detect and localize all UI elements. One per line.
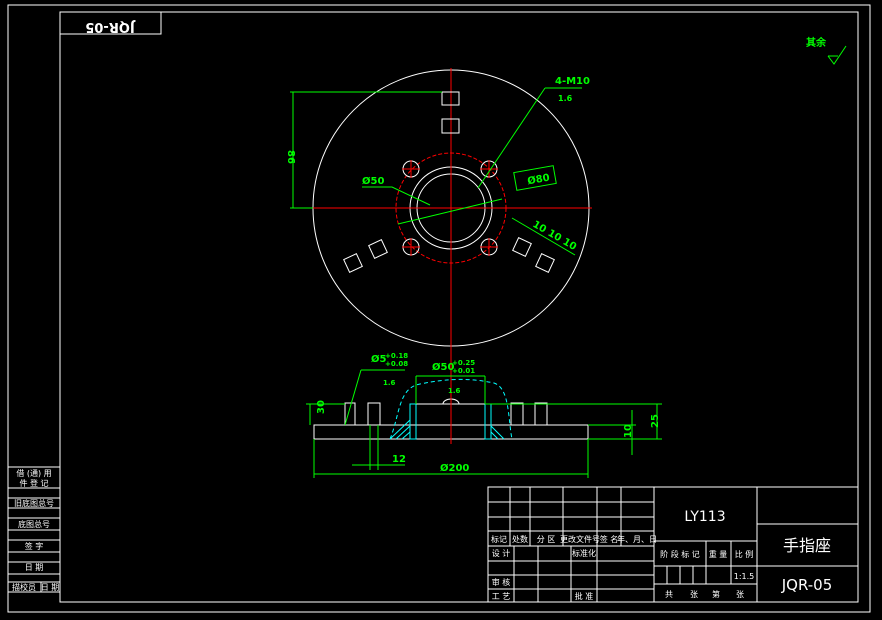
inner-dia: Ø50 xyxy=(362,175,384,187)
process-label: 工 艺 xyxy=(492,592,511,601)
top-view: 86 4-M10 1.6 Ø50 Ø80 10 10 10 xyxy=(285,68,592,348)
side-view: 30 Ø5 +0.18 +0.08 1.6 Ø50 +0.25 +0.01 1.… xyxy=(306,348,662,478)
bore-roughness: 1.6 xyxy=(448,387,461,395)
header-label: 年、月、日 xyxy=(617,534,657,544)
review-label: 审 核 xyxy=(492,577,511,587)
standardization-label: 标准化 xyxy=(572,548,596,558)
sheets-label: 张 xyxy=(736,590,744,599)
strip-label: 日 期 xyxy=(25,563,44,572)
spacing-dims: 10 10 10 xyxy=(531,219,579,253)
thread-roughness: 1.6 xyxy=(558,94,573,103)
sheets-label: 共 xyxy=(665,590,673,599)
lug-height: 30 xyxy=(316,400,327,414)
scale-value: 1:1.5 xyxy=(734,572,755,581)
title-block: 标记 处数 分 区 更改文件号 签 名 年、月、日 设 计 标准化 审 核 工 … xyxy=(487,486,859,603)
header-label: 处数 xyxy=(512,534,528,544)
hole-dim: Ø5 xyxy=(371,353,387,365)
strip-label: 描校员 xyxy=(12,582,36,592)
material: LY113 xyxy=(684,509,725,525)
rotated-code-box xyxy=(59,11,162,35)
rotated-code: JQR-05 xyxy=(85,19,135,34)
hole-roughness: 1.6 xyxy=(383,379,396,387)
roughness-note: 其余 xyxy=(806,36,827,49)
strip-label: 借 (通) 用 xyxy=(16,468,51,478)
drawing-number: JQR-05 xyxy=(781,576,833,594)
sheets-label: 第 xyxy=(712,589,720,599)
sheets-label: 张 xyxy=(690,590,698,599)
lug-width: 12 xyxy=(392,454,406,465)
header-label: 分 区 xyxy=(537,535,556,544)
bore-tol-lower: +0.01 xyxy=(452,367,475,375)
strip-label: 底图总号 xyxy=(18,519,50,529)
total-height: 25 xyxy=(650,414,661,428)
approve-label: 批 准 xyxy=(575,591,594,601)
strip-label: 件 登 记 xyxy=(19,478,48,488)
base-thickness: 10 xyxy=(623,424,634,438)
header-label: 更改文件号 xyxy=(560,534,600,544)
stage-mark-label: 阶 段 标 记 xyxy=(660,549,700,559)
bore-tol-upper: +0.25 xyxy=(452,359,475,367)
strip-label: 日 期 xyxy=(41,583,60,592)
strip-label: 签 字 xyxy=(25,541,44,551)
strip-label: 旧底图总号 xyxy=(14,498,54,508)
hole-tol-lower: +0.08 xyxy=(385,360,408,368)
pitch-dia: Ø80 xyxy=(526,172,550,188)
header-label: 签 名 xyxy=(600,534,619,544)
bore-dim: Ø50 xyxy=(432,361,454,373)
bolt-holes xyxy=(402,160,498,256)
hole-tol-upper: +0.18 xyxy=(385,352,408,360)
left-strip: 借 (通) 用 件 登 记 旧底图总号 底图总号 签 字 日 期 描校员 日 期 xyxy=(8,466,60,593)
scale-label: 比 例 xyxy=(735,549,754,559)
outer-dia: Ø200 xyxy=(440,462,469,474)
weight-label: 重 量 xyxy=(709,549,728,559)
inner-border xyxy=(59,11,859,603)
header-label: 标记 xyxy=(491,534,507,544)
design-label: 设 计 xyxy=(492,548,511,558)
thread-label: 4-M10 xyxy=(555,76,590,87)
roughness-symbol-icon xyxy=(827,45,847,65)
part-name: 手指座 xyxy=(783,536,831,555)
outer-border xyxy=(7,4,871,613)
height-dim: 86 xyxy=(285,150,296,164)
